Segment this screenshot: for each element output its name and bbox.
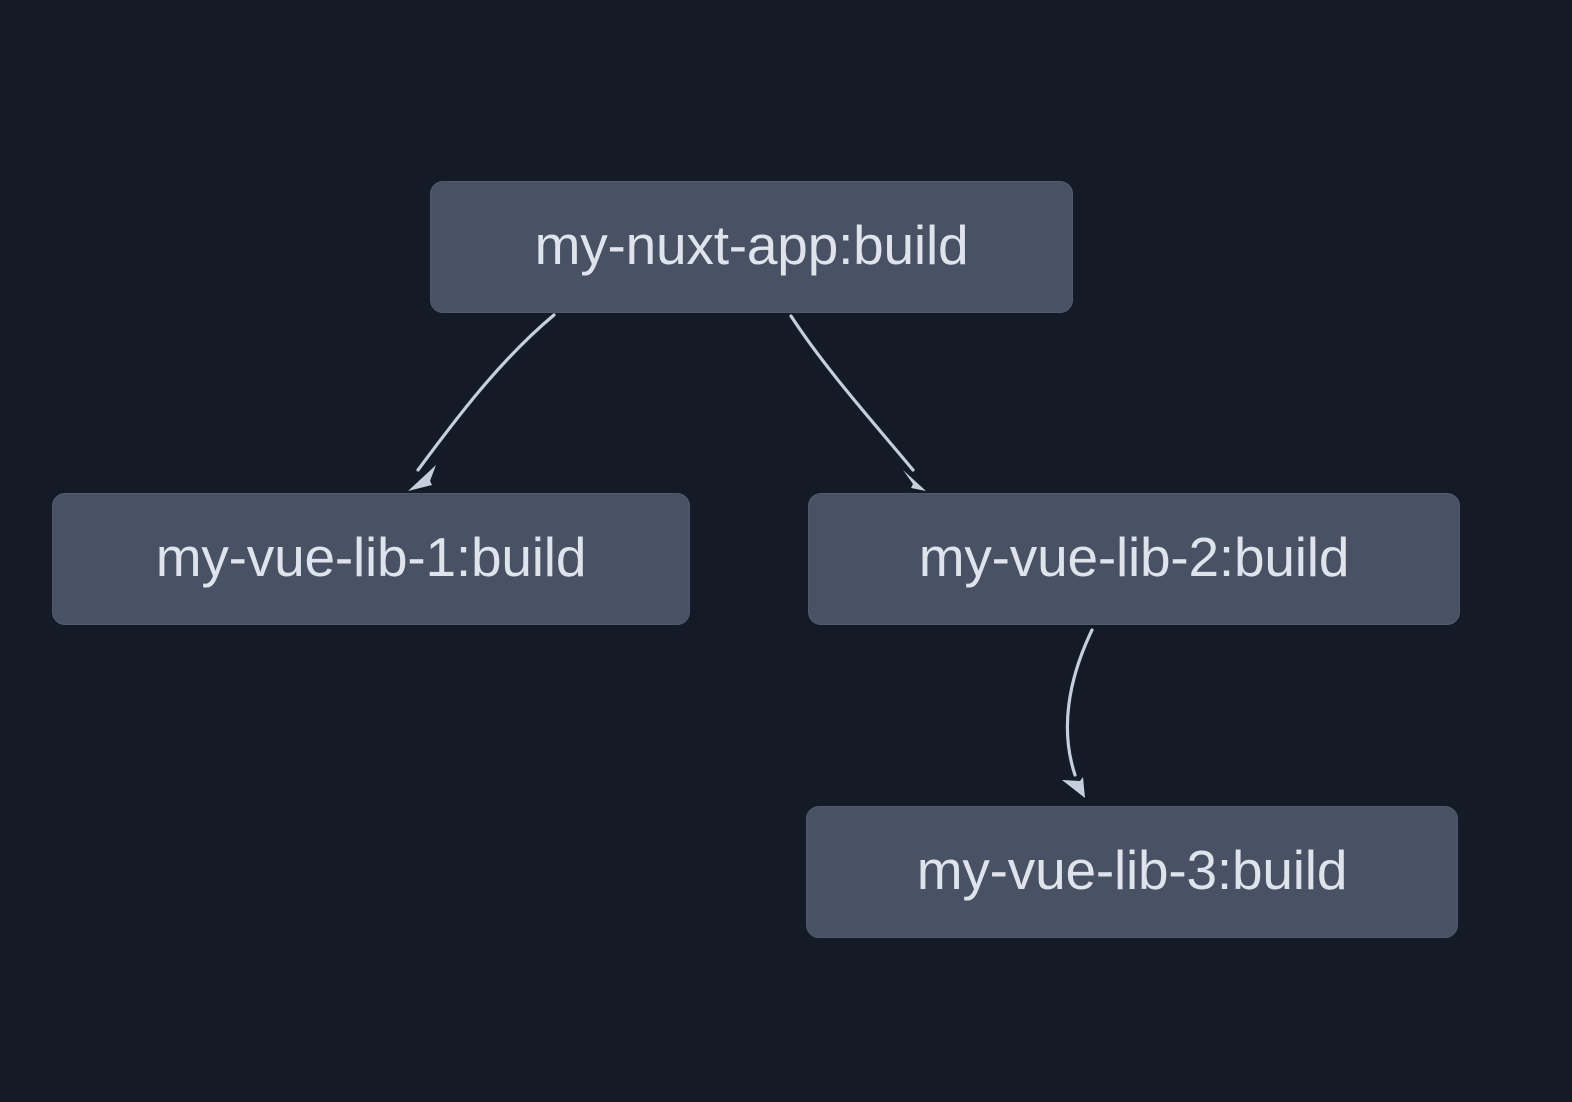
edge-root-to-lib1: [408, 313, 556, 491]
arrowhead-icon: [1062, 777, 1085, 798]
arrowhead-icon: [903, 470, 926, 491]
edge-root-to-lib2: [789, 314, 926, 491]
edge-lib2-to-lib3: [1062, 628, 1094, 798]
graph-node-label: my-vue-lib-2:build: [918, 526, 1350, 588]
graph-node-label: my-vue-lib-3:build: [916, 839, 1348, 901]
graph-node-my-vue-lib-3-build[interactable]: my-vue-lib-3:build: [806, 806, 1458, 938]
graph-node-label: my-nuxt-app:build: [534, 214, 969, 276]
arrowhead-icon: [408, 465, 436, 491]
graph-node-my-vue-lib-2-build[interactable]: my-vue-lib-2:build: [808, 493, 1460, 625]
graph-node-my-nuxt-app-build[interactable]: my-nuxt-app:build: [430, 181, 1073, 313]
graph-node-label: my-vue-lib-1:build: [155, 526, 587, 588]
graph-node-my-vue-lib-1-build[interactable]: my-vue-lib-1:build: [52, 493, 690, 625]
